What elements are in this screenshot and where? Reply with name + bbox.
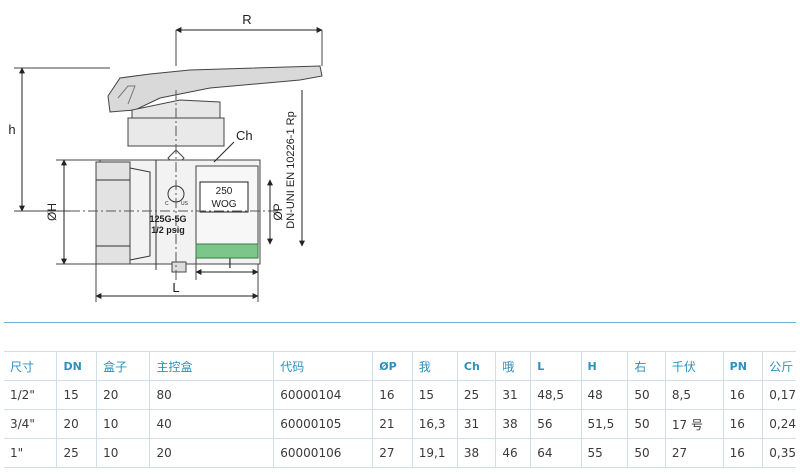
spec-table: 尺寸 DN 盒子 主控盒 代码 ØP 我 Ch 哦 L H 右 千伏 PN 公斤… <box>4 351 796 468</box>
dim-r-label: R <box>242 12 251 27</box>
col-e: 哦 <box>495 351 532 381</box>
cell: 17 号 <box>665 409 724 439</box>
col-dn: DN <box>56 351 98 381</box>
table-row: 1" 25 10 20 60000106 27 19,1 38 46 64 55… <box>4 438 796 468</box>
col-master-box: 主控盒 <box>149 351 275 381</box>
cell: 31 <box>495 380 532 410</box>
cell: 3/4" <box>4 409 58 439</box>
cell: 16 <box>723 409 764 439</box>
cell: 16,3 <box>412 409 458 439</box>
cell: 16 <box>723 380 764 410</box>
cell: 1" <box>4 438 58 468</box>
cell: 80 <box>149 380 275 410</box>
cell: 40 <box>149 409 275 439</box>
col-op: ØP <box>372 351 413 381</box>
gas-line1: 125G-5G <box>149 214 186 224</box>
col-code: 代码 <box>273 351 374 381</box>
cell: 60000104 <box>273 380 374 410</box>
section-divider <box>4 322 796 323</box>
col-kv: 千伏 <box>665 351 724 381</box>
cell: 0,17 <box>762 380 796 410</box>
cell: 15 <box>56 380 98 410</box>
cell: 55 <box>581 438 629 468</box>
table-row: 3/4" 20 10 40 60000105 21 16,3 31 38 56 … <box>4 409 796 439</box>
col-wo: 我 <box>412 351 458 381</box>
table-row: 1/2" 15 20 80 60000104 16 15 25 31 48,5 … <box>4 380 796 410</box>
cell: 16 <box>723 438 764 468</box>
col-pn: PN <box>723 351 764 381</box>
standard-label: DN-UNI EN 10226-1 Rp <box>285 111 297 228</box>
col-size: 尺寸 <box>4 351 58 381</box>
cell: 10 <box>96 438 151 468</box>
col-l: L <box>530 351 582 381</box>
cell: 0,35 <box>762 438 796 468</box>
cell: 48 <box>581 380 629 410</box>
cell: 50 <box>627 380 666 410</box>
dim-l-label: L <box>172 280 179 295</box>
cell: 15 <box>412 380 458 410</box>
col-box: 盒子 <box>96 351 151 381</box>
cell: 60000105 <box>273 409 374 439</box>
lever-handle <box>107 65 323 113</box>
cell: 50 <box>627 409 666 439</box>
cell: 10 <box>96 409 151 439</box>
cell: 25 <box>457 380 497 410</box>
dim-op-label: ØP <box>271 203 285 220</box>
cell: 38 <box>457 438 497 468</box>
csa-c-label: C <box>165 201 169 207</box>
ch-label: Ch <box>236 128 253 143</box>
cell: 51,5 <box>581 409 629 439</box>
cell: 50 <box>627 438 666 468</box>
cell: 38 <box>495 409 532 439</box>
cell: 20 <box>96 380 151 410</box>
cell: 16 <box>372 380 413 410</box>
cell: 31 <box>457 409 497 439</box>
cell: 0,24 <box>762 409 796 439</box>
cell: 60000106 <box>273 438 374 468</box>
cell: 25 <box>56 438 98 468</box>
cell: 20 <box>56 409 98 439</box>
gas-line2: 1/2 psig <box>151 225 185 235</box>
cell: 8,5 <box>665 380 724 410</box>
valve-technical-drawing: R h ØH ØP L l Ch DN-UNI EN 10226-1 Rp 25… <box>8 12 323 302</box>
cell: 64 <box>530 438 582 468</box>
thread-highlight <box>195 243 259 259</box>
dim-small-l-label: l <box>229 256 232 271</box>
rating-line1: 250 <box>216 186 233 197</box>
header-row: 尺寸 DN 盒子 主控盒 代码 ØP 我 Ch 哦 L H 右 千伏 PN 公斤 <box>4 351 796 381</box>
col-ch: Ch <box>457 351 497 381</box>
rating-line2: WOG <box>212 199 237 210</box>
col-h: H <box>581 351 629 381</box>
cell: 27 <box>372 438 413 468</box>
dim-oh-label: ØH <box>45 203 59 221</box>
dim-h-label: h <box>8 122 15 137</box>
cell: 56 <box>530 409 582 439</box>
cell: 20 <box>149 438 275 468</box>
col-kg: 公斤 <box>762 351 796 381</box>
cell: 1/2" <box>4 380 58 410</box>
cell: 21 <box>372 409 413 439</box>
hex-nut <box>95 161 131 265</box>
cell: 27 <box>665 438 724 468</box>
cell: 19,1 <box>412 438 458 468</box>
cell: 46 <box>495 438 532 468</box>
col-right: 右 <box>627 351 666 381</box>
csa-us-label: US <box>181 201 189 207</box>
cell: 48,5 <box>530 380 582 410</box>
